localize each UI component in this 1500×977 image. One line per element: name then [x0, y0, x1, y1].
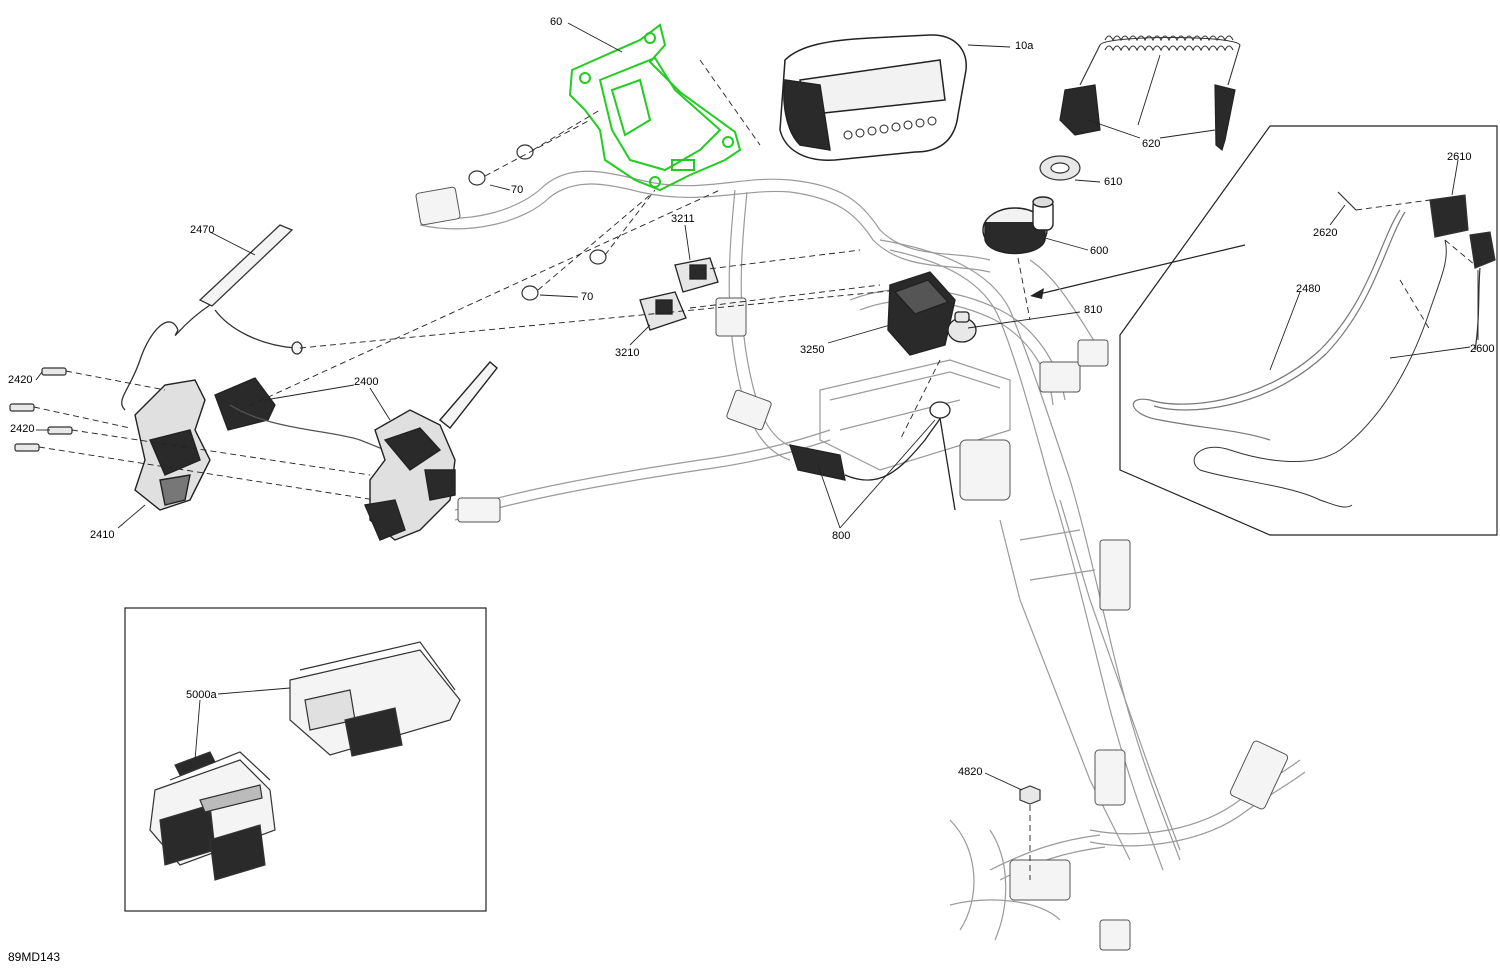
- tether-kit-inset-parts: [1132, 191, 1496, 508]
- callout-2610: 2610: [1447, 151, 1472, 163]
- callout-2420-lower: 2420: [10, 423, 35, 435]
- tether-cord-620: [1079, 35, 1241, 86]
- sensor-800: [789, 401, 956, 511]
- callout-70-lower: 70: [581, 291, 594, 303]
- switch-assembly-2400: [364, 361, 498, 541]
- callout-10a: 10a: [1015, 40, 1034, 52]
- nut-4820: [1019, 785, 1041, 805]
- grip-wire-2470: [121, 224, 303, 411]
- callout-2470: 2470: [190, 224, 215, 236]
- callout-3210: 3210: [615, 347, 640, 359]
- nut-610: [1039, 155, 1081, 181]
- bracket-60-highlighted: [568, 23, 742, 192]
- callout-620: 620: [1142, 138, 1161, 150]
- callout-2410: 2410: [90, 529, 115, 541]
- callout-2420-upper: 2420: [8, 374, 33, 386]
- relay-3210: [639, 291, 687, 331]
- relay-3211: [674, 257, 719, 293]
- callout-2480: 2480: [1296, 283, 1321, 295]
- buzzer-810: [947, 311, 977, 343]
- dess-post-600: [982, 196, 1054, 255]
- tether-inset-frame: [1119, 125, 1498, 536]
- diagram-code: 89MD143: [8, 950, 61, 964]
- main-wiring-harness: [419, 170, 1306, 941]
- alignment-dashes: [33, 59, 1476, 880]
- callout-810: 810: [1084, 304, 1103, 316]
- callout-610: 610: [1104, 176, 1123, 188]
- screws-70: [468, 144, 607, 301]
- callout-3250: 3250: [800, 344, 825, 356]
- harness-connectors: [415, 186, 1289, 951]
- callout-4820: 4820: [958, 766, 983, 778]
- tether-clip-620: [1059, 84, 1236, 152]
- callout-60: 60: [550, 16, 563, 28]
- ecm-module-5000a: [149, 641, 461, 881]
- callout-2400: 2400: [354, 376, 379, 388]
- switch-3250: [887, 271, 956, 356]
- screws-2420: [9, 367, 73, 452]
- callout-2620: 2620: [1313, 227, 1338, 239]
- callout-600: 600: [1090, 245, 1109, 257]
- ecm-inset-frame: [124, 607, 487, 912]
- callout-5000a: 5000a: [186, 689, 217, 701]
- callout-2600: 2600: [1470, 343, 1495, 355]
- callout-3211: 3211: [671, 213, 695, 225]
- display-10a: [779, 34, 967, 161]
- callout-800: 800: [832, 530, 851, 542]
- connector-2400-plug: [214, 377, 391, 453]
- callout-70-upper: 70: [511, 184, 524, 196]
- leader-lines: [35, 22, 1479, 791]
